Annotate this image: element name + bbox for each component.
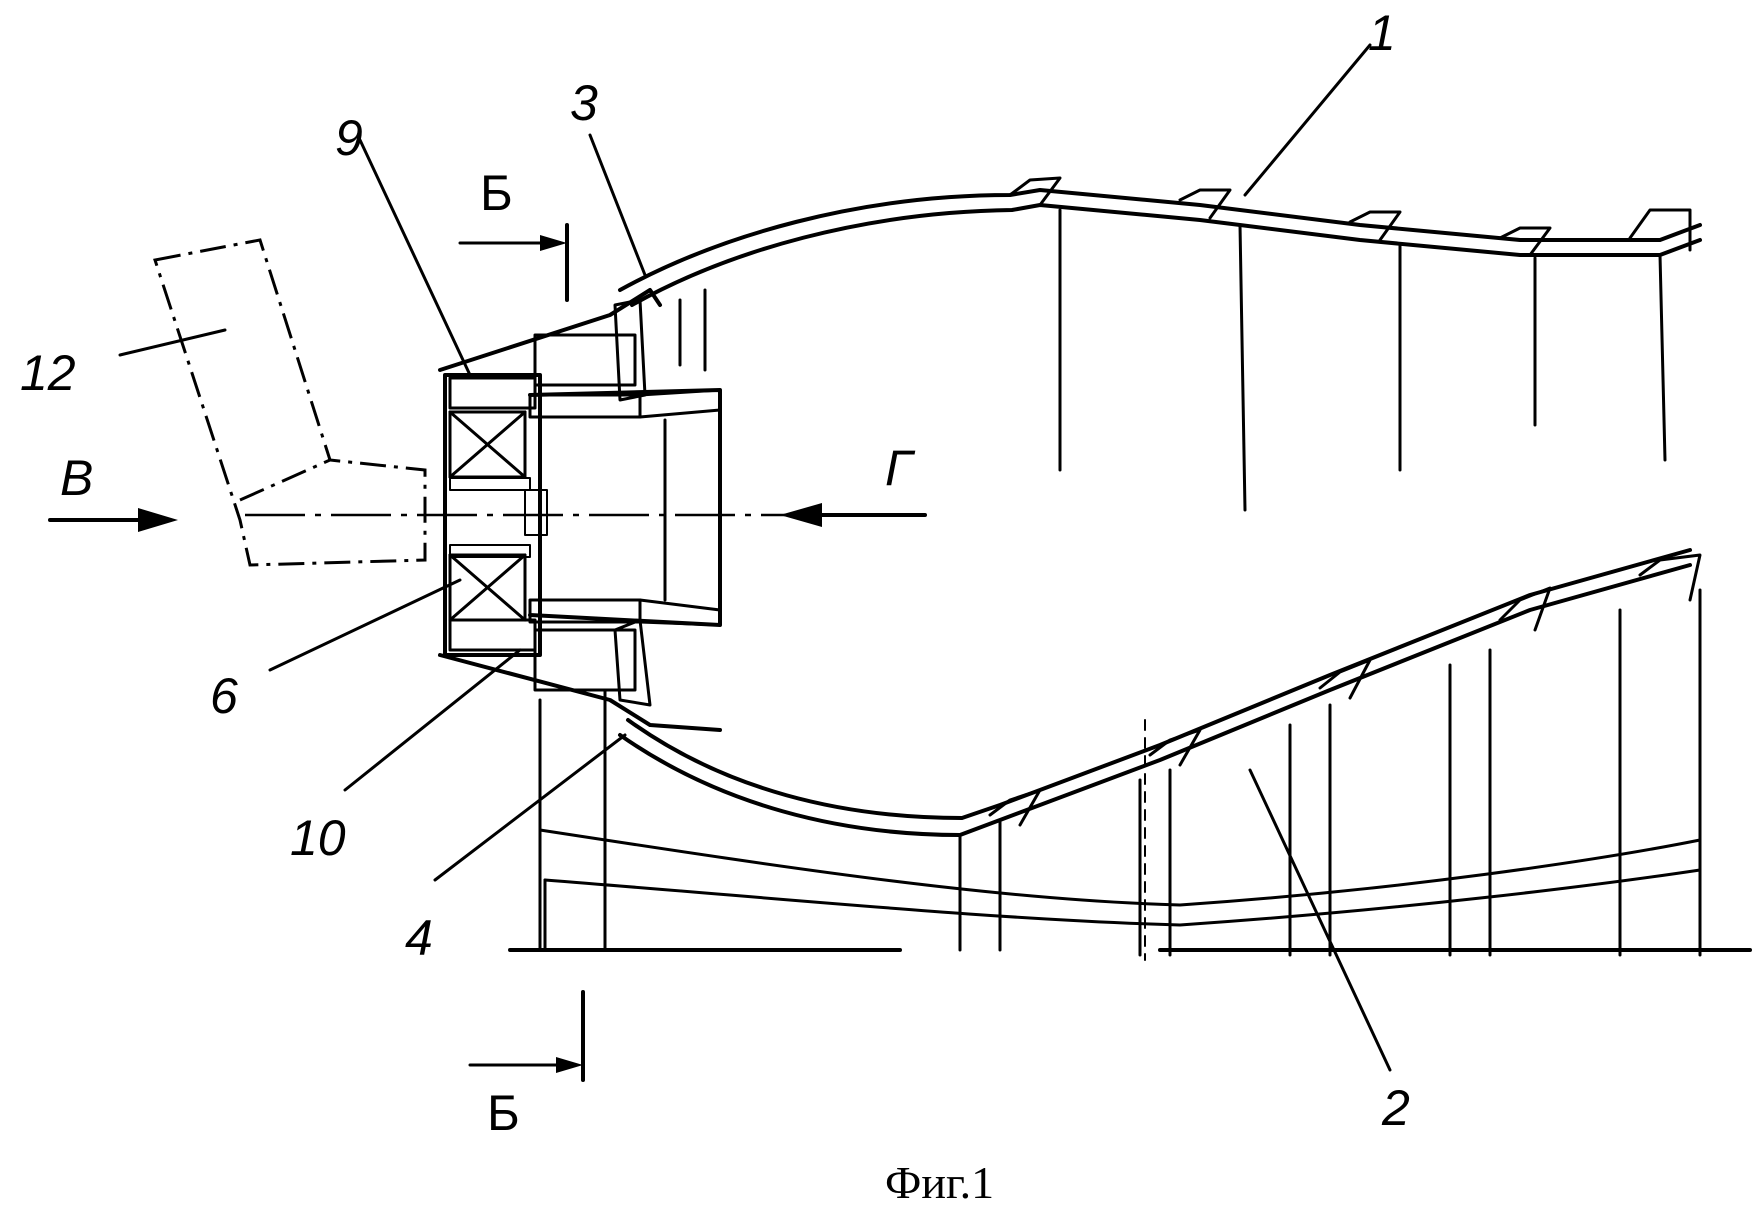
label-view-g: Г (885, 440, 916, 496)
label-4: 4 (405, 910, 433, 966)
inner-liner (510, 550, 1750, 960)
label-1: 1 (1368, 5, 1396, 61)
front-cone (440, 290, 720, 730)
label-flow-in: В (60, 450, 93, 506)
section-marker-bottom (470, 992, 583, 1080)
outer-liner (620, 178, 1700, 510)
label-3: 3 (570, 75, 598, 131)
label-2: 2 (1381, 1080, 1410, 1136)
label-6: 6 (210, 668, 238, 724)
leader-lines (120, 45, 1390, 1070)
label-12: 12 (20, 345, 76, 401)
view-arrow-g (780, 503, 925, 527)
section-marker-top (460, 225, 567, 300)
label-9: 9 (335, 110, 363, 166)
label-section-bottom: Б (487, 1085, 520, 1141)
label-section-top: Б (480, 165, 513, 221)
figure-caption: Фиг.1 (885, 1157, 994, 1208)
flow-arrow-in (50, 508, 178, 532)
label-10: 10 (290, 810, 346, 866)
